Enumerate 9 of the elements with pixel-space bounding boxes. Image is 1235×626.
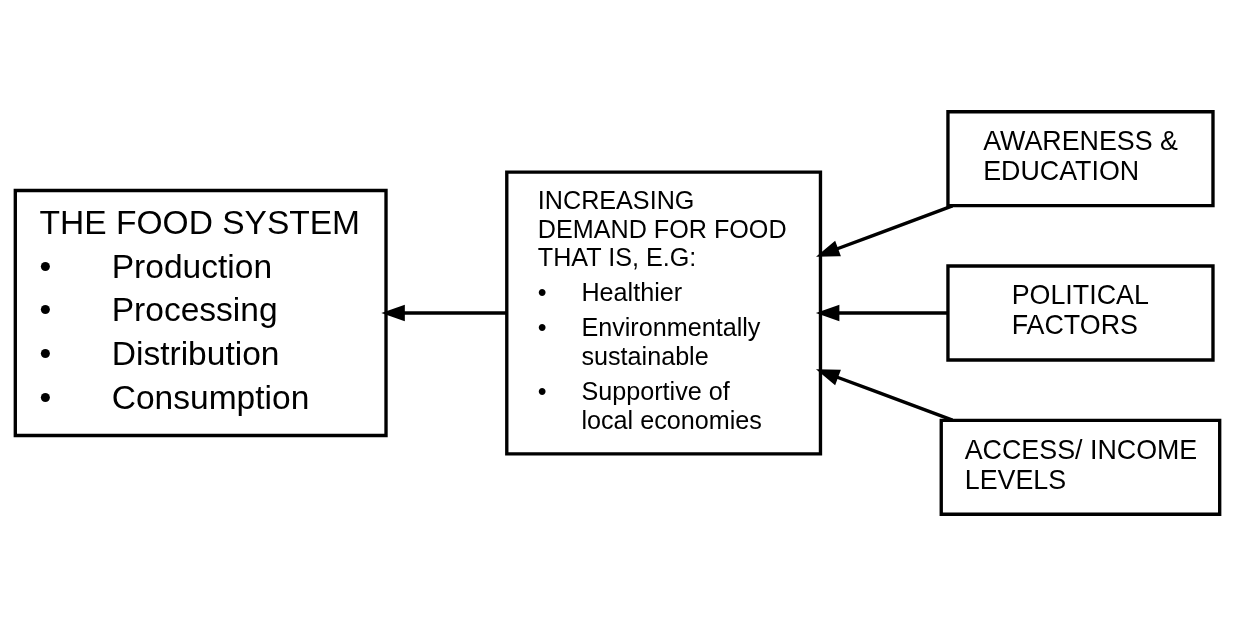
arrow (381, 304, 507, 322)
node-box: AWARENESS & EDUCATION (946, 110, 1215, 208)
arrow (816, 204, 954, 257)
arrow (815, 304, 948, 322)
node-box: INCREASING DEMAND FOR FOOD THAT IS, E.G: • Healthier • Environmentally sustainable • Supportive of local economies (505, 170, 823, 456)
node-box: ACCESS/ INCOME LEVELS (939, 418, 1222, 516)
node-box: THE FOOD SYSTEM • Production • Processing • Distribution • Consumption (13, 188, 388, 438)
node-box: POLITICAL FACTORS (946, 264, 1215, 362)
arrow (816, 369, 954, 422)
